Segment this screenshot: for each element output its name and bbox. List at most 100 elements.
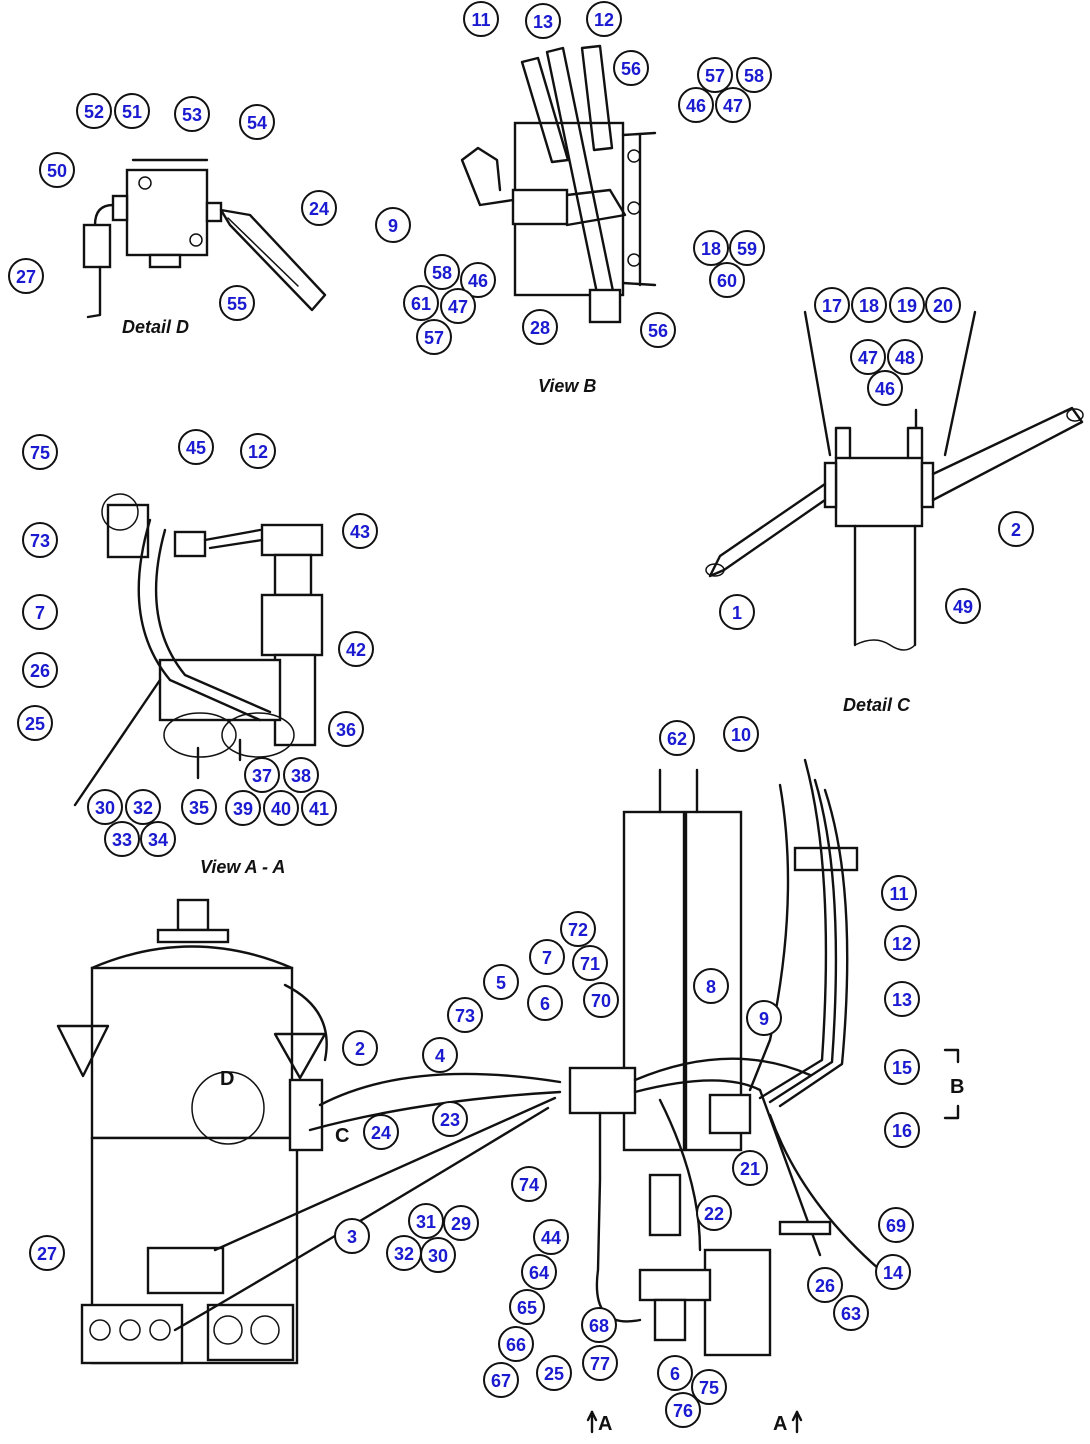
callout-circle (582, 1345, 618, 1381)
callout-circle (697, 57, 733, 93)
callout-circle (560, 911, 596, 947)
callout-23: 23 (432, 1101, 468, 1137)
callout-number: 68 (589, 1316, 609, 1336)
callout-number: 56 (648, 321, 668, 341)
callout-number: 76 (673, 1401, 693, 1421)
callout-57: 57 (416, 319, 452, 355)
callout-number: 38 (291, 766, 311, 786)
callout-circle (140, 821, 176, 857)
callout-10: 10 (723, 716, 759, 752)
callout-56: 56 (613, 50, 649, 86)
callout-number: 34 (148, 830, 168, 850)
callout-12: 12 (586, 1, 622, 37)
callout-circle (884, 1049, 920, 1085)
callout-number: 23 (440, 1110, 460, 1130)
callout-circle (925, 287, 961, 323)
callout-circle (833, 1295, 869, 1331)
callout-35: 35 (181, 789, 217, 825)
callout-number: 73 (455, 1006, 475, 1026)
callout-circle (447, 997, 483, 1033)
detail-c-drawing (705, 310, 1084, 651)
callout-56: 56 (640, 312, 676, 348)
callout-circle (301, 790, 337, 826)
callout-circle (460, 262, 496, 298)
callout-number: 33 (112, 830, 132, 850)
callout-number: 63 (841, 1304, 861, 1324)
callout-71: 71 (572, 945, 608, 981)
callout-number: 46 (468, 271, 488, 291)
callout-number: 73 (30, 531, 50, 551)
callout-47: 47 (715, 87, 751, 123)
callout-number: 22 (704, 1204, 724, 1224)
callout-number: 61 (411, 294, 431, 314)
callout-68: 68 (581, 1307, 617, 1343)
callout-number: 49 (953, 597, 973, 617)
callout-circle (178, 429, 214, 465)
callout-32: 32 (386, 1235, 422, 1271)
callout-circle (219, 285, 255, 321)
callout-circle (536, 1355, 572, 1391)
callout-7: 7 (529, 939, 565, 975)
callout-circle (887, 339, 923, 375)
callout-number: 29 (451, 1214, 471, 1234)
detail-d-drawing (82, 158, 327, 319)
callout-circle (483, 964, 519, 1000)
callout-number: 9 (388, 216, 398, 236)
callout-60: 60 (709, 262, 745, 298)
callout-number: 32 (133, 798, 153, 818)
callout-6: 6 (657, 1355, 693, 1391)
section-a-right-mark: A (773, 1413, 787, 1435)
callout-47: 47 (850, 339, 886, 375)
callout-circle (691, 1369, 727, 1405)
callout-number: 53 (182, 105, 202, 125)
callout-62: 62 (659, 720, 695, 756)
callout-number: 14 (883, 1263, 903, 1283)
callout-76: 76 (665, 1392, 701, 1428)
callout-circle (408, 1203, 444, 1239)
callout-number: 25 (25, 714, 45, 734)
callout-77: 77 (582, 1345, 618, 1381)
callout-number: 21 (740, 1159, 760, 1179)
callout-number: 31 (416, 1212, 436, 1232)
callout-circle (225, 790, 261, 826)
callout-58: 58 (424, 254, 460, 290)
callout-circle (678, 87, 714, 123)
callout-circle (87, 789, 123, 825)
callout-1: 1 (719, 594, 755, 630)
callout-number: 36 (336, 720, 356, 740)
callout-circle (244, 757, 280, 793)
callout-number: 59 (737, 239, 757, 259)
callout-74: 74 (511, 1166, 547, 1202)
callout-number: 74 (519, 1175, 539, 1195)
callout-number: 11 (471, 10, 490, 30)
callout-circle (640, 312, 676, 348)
callout-24: 24 (363, 1114, 399, 1150)
callout-45: 45 (178, 429, 214, 465)
callout-circle (17, 705, 53, 741)
callout-number: 50 (47, 161, 67, 181)
callout-18: 18 (851, 287, 887, 323)
callout-circle (807, 1267, 843, 1303)
callout-circle (422, 1037, 458, 1073)
callout-circle (729, 230, 765, 266)
callout-75: 75 (691, 1369, 727, 1405)
callout-number: 37 (252, 766, 272, 786)
callout-5: 5 (483, 964, 519, 1000)
callout-72: 72 (560, 911, 596, 947)
callout-40: 40 (263, 790, 299, 826)
callout-circle (693, 968, 729, 1004)
callout-number: 41 (309, 799, 329, 819)
callout-circle (525, 3, 561, 39)
callout-31: 31 (408, 1203, 444, 1239)
callout-number: 69 (886, 1216, 906, 1236)
callout-circle (998, 511, 1034, 547)
callout-circle (657, 1355, 693, 1391)
callout-number: 2 (355, 1039, 365, 1059)
callout-number: 5 (496, 973, 506, 993)
callout-number: 39 (233, 799, 253, 819)
callout-9: 9 (746, 1000, 782, 1036)
callout-29: 29 (443, 1205, 479, 1241)
callout-48: 48 (887, 339, 923, 375)
